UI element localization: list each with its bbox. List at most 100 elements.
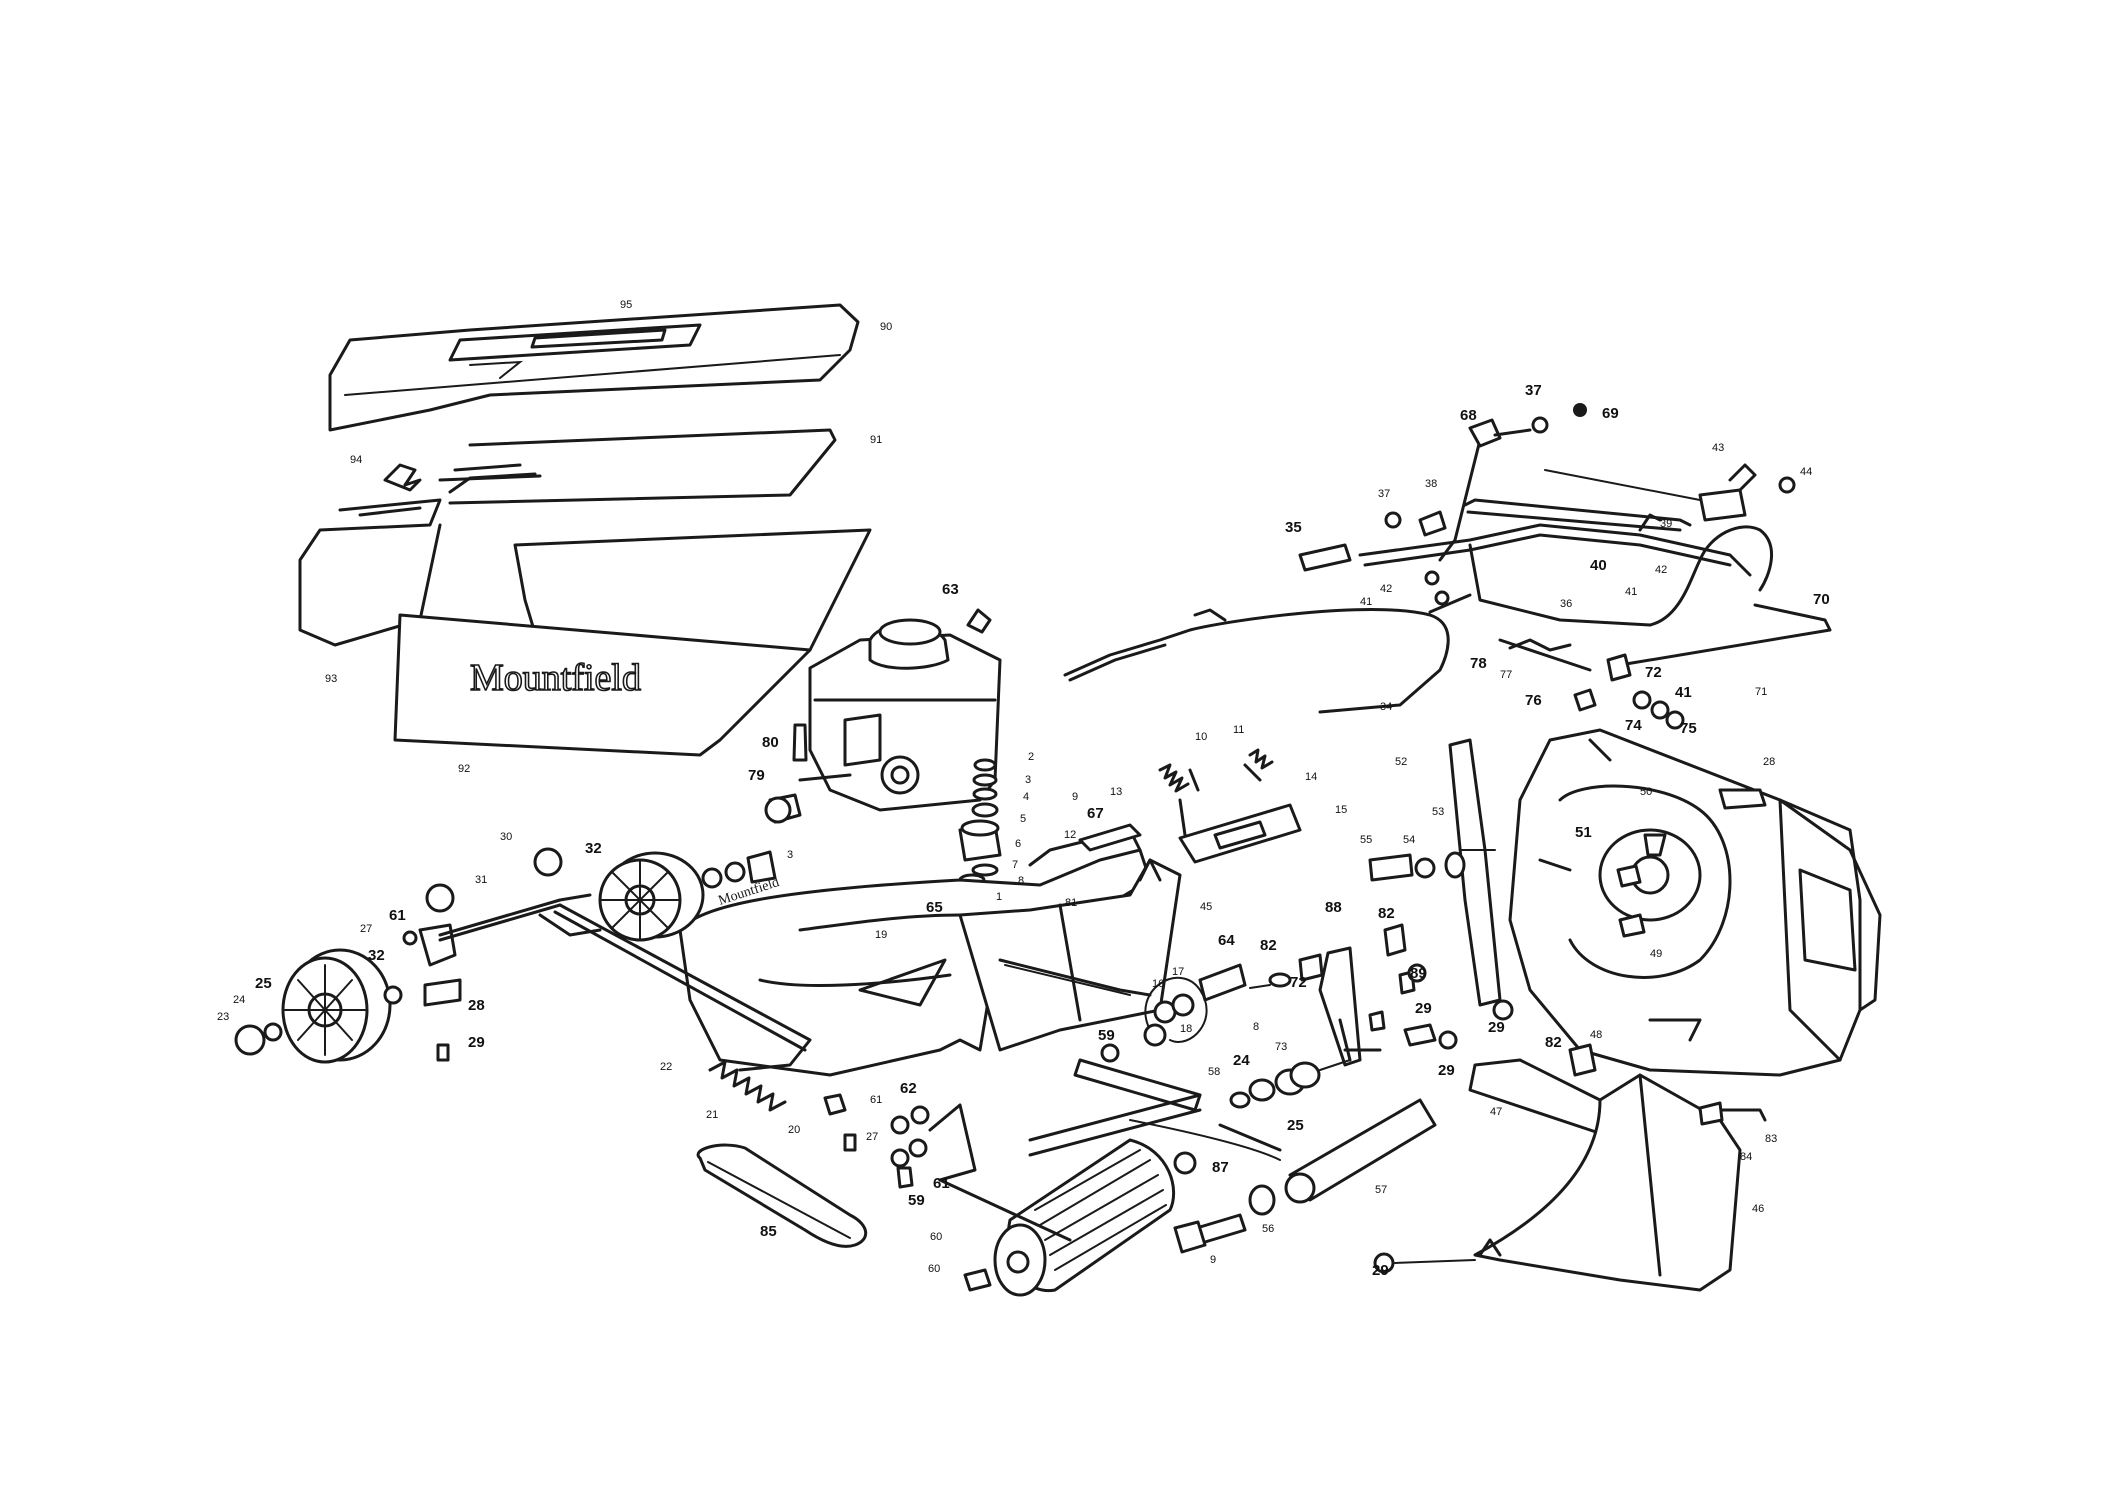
label-62: 62 [900, 1080, 917, 1097]
label-63: 63 [942, 581, 959, 598]
label-27b: 27 [866, 1131, 878, 1143]
label-42b: 42 [1655, 564, 1667, 576]
label-24: 24 [233, 994, 245, 1006]
label-47: 47 [1490, 1106, 1502, 1118]
label-94: 94 [350, 454, 362, 466]
roller-frame-58 [928, 1043, 1282, 1242]
label-49: 49 [1650, 948, 1662, 960]
label-52: 52 [1395, 756, 1407, 768]
label-41b: 41 [1675, 684, 1692, 701]
label-87: 87 [1212, 1159, 1229, 1176]
throttle-lever-71 [1424, 570, 1832, 730]
label-37: 37 [1525, 382, 1542, 399]
brand-logo-bag: Mountfield [470, 657, 641, 699]
label-50: 50 [1640, 786, 1652, 798]
label-8b: 8 [1253, 1021, 1259, 1033]
label-8: 8 [1018, 875, 1024, 887]
spark-plug-80 [792, 723, 808, 762]
label-29: 29 [468, 1034, 485, 1051]
mower-deck: Mountfield [678, 828, 1182, 1077]
spring-21 [708, 1060, 857, 1152]
label-29d: 29 [1438, 1062, 1455, 1079]
label-31: 31 [475, 874, 487, 886]
label-40: 40 [1590, 557, 1607, 574]
label-28b: 28 [1763, 756, 1775, 768]
label-59: 59 [908, 1192, 925, 1209]
spring-10 [1158, 763, 1200, 793]
label-72b: 72 [1645, 664, 1662, 681]
label-10: 10 [1195, 731, 1207, 743]
label-1: 1 [996, 891, 1002, 903]
washer-56 [1248, 1184, 1276, 1216]
label-71: 71 [1755, 686, 1767, 698]
label-78: 78 [1470, 655, 1487, 672]
label-21: 21 [706, 1109, 718, 1121]
label-19: 19 [875, 929, 887, 941]
label-15: 15 [1335, 804, 1347, 816]
lever-88 [1249, 923, 1437, 1067]
wheel-caps [425, 847, 777, 913]
label-59b: 59 [1098, 1027, 1115, 1044]
label-43: 43 [1712, 442, 1724, 454]
label-82c: 82 [1545, 1034, 1562, 1051]
control-box-43 [1544, 463, 1796, 532]
label-82: 82 [1260, 937, 1277, 954]
label-28: 28 [468, 997, 485, 1014]
label-25: 25 [255, 975, 272, 992]
guard-47 [1468, 1043, 1612, 1137]
label-6: 6 [1015, 838, 1021, 850]
screws-29 [1373, 963, 1514, 1274]
blade-bolt-55-53 [1368, 851, 1466, 882]
label-41c: 41 [1625, 586, 1637, 598]
grass-bag-body: Mountfield [393, 528, 872, 757]
label-34: 34 [1380, 701, 1392, 713]
throttle-cable-68 [1298, 403, 1587, 572]
label-25b: 25 [1287, 1117, 1304, 1134]
label-92: 92 [458, 763, 470, 775]
label-37b: 37 [1378, 488, 1390, 500]
label-84: 84 [1740, 1151, 1752, 1163]
label-93: 93 [325, 673, 337, 685]
label-61b: 61 [870, 1094, 882, 1106]
wheel-32 [598, 851, 705, 942]
label-42: 42 [1380, 583, 1392, 595]
shaft-57 [1284, 1098, 1437, 1204]
label-13: 13 [1110, 786, 1122, 798]
grass-bag-clip [383, 463, 422, 492]
label-65: 65 [926, 899, 943, 916]
label-73: 73 [1275, 1041, 1287, 1053]
label-58: 58 [1208, 1066, 1220, 1078]
label-88: 88 [1325, 899, 1342, 916]
label-41: 41 [1360, 596, 1372, 608]
label-5: 5 [1020, 813, 1026, 825]
label-60b: 60 [928, 1263, 940, 1275]
label-4: 4 [1023, 791, 1029, 803]
label-32b: 32 [368, 947, 385, 964]
label-69: 69 [1602, 405, 1619, 422]
label-77: 77 [1500, 669, 1512, 681]
label-74: 74 [1625, 717, 1642, 734]
label-17: 17 [1172, 966, 1184, 978]
label-75: 75 [1680, 720, 1697, 737]
label-83: 83 [1765, 1133, 1777, 1145]
washer-stack [958, 758, 1002, 887]
label-89: 89 [1410, 965, 1427, 982]
label-20: 20 [788, 1124, 800, 1136]
label-39: 39 [1660, 518, 1672, 530]
label-68: 68 [1460, 407, 1477, 424]
label-3b: 3 [787, 849, 793, 861]
label-57: 57 [1375, 1184, 1387, 1196]
spring-11 [1243, 748, 1274, 782]
label-85: 85 [760, 1223, 777, 1240]
label-91: 91 [870, 434, 882, 446]
label-56: 56 [1262, 1223, 1274, 1235]
engine [798, 608, 1002, 812]
grass-bag-frame [298, 428, 837, 647]
label-29e: 29 [1372, 1262, 1389, 1279]
label-54: 54 [1403, 834, 1415, 846]
label-53: 53 [1432, 806, 1444, 818]
label-9b: 9 [1210, 1254, 1216, 1266]
spacer-stack-25 [1229, 1059, 1351, 1109]
